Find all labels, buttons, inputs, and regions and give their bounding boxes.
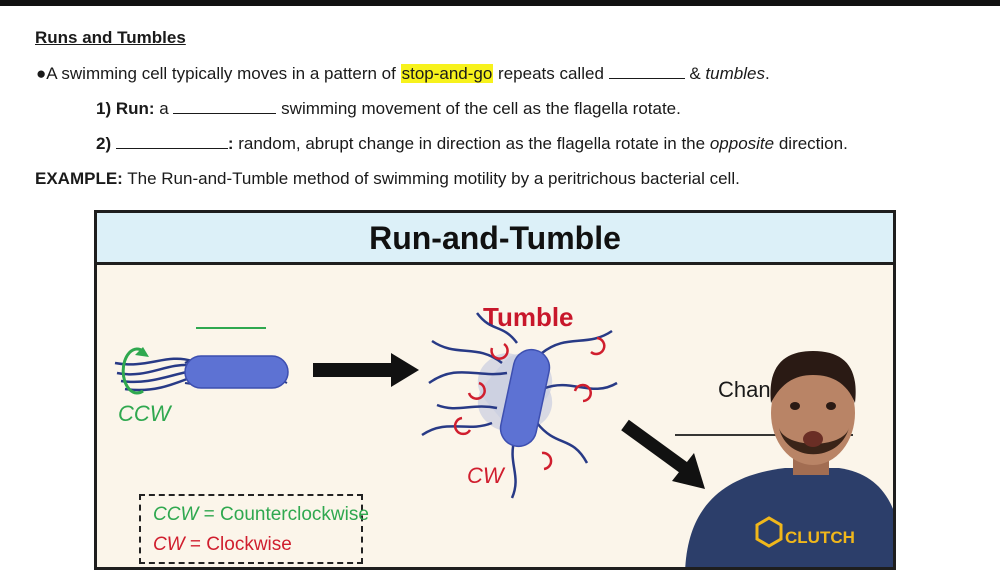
diagram-illustration: CCW Tumble xyxy=(114,302,893,567)
presenter-eye xyxy=(826,402,836,410)
bullet-line: ●A swimming cell typically moves in a pa… xyxy=(36,63,770,84)
flagellum xyxy=(476,312,518,344)
item1-number: 1) Run: xyxy=(96,99,155,118)
item2-text-after: direction. xyxy=(774,134,848,153)
fill-in-blank[interactable] xyxy=(115,133,228,149)
example-label: EXAMPLE: xyxy=(35,169,123,188)
legend-ccw-text: = Counterclockwise xyxy=(198,504,369,525)
legend-box: CCW = Counterclockwise CW = Clockwise xyxy=(139,494,369,564)
cw-rotation-icon xyxy=(467,381,486,400)
list-item-run: 1) Run: a swimming movement of the cell … xyxy=(96,98,681,119)
presenter-hair xyxy=(770,351,856,403)
ccw-rotation-icon xyxy=(121,347,144,395)
bullet-marker: ● xyxy=(36,64,47,83)
run-to-tumble-arrow xyxy=(313,353,419,387)
legend-cw-text: = Clockwise xyxy=(184,534,292,555)
presenter-face xyxy=(771,361,855,465)
fill-in-blank[interactable] xyxy=(608,63,685,79)
item2-colon: : xyxy=(227,134,234,153)
flagellum xyxy=(428,371,508,385)
tumbling-cell xyxy=(421,312,618,499)
bullet-text-after: repeats called xyxy=(493,64,609,83)
flagellum xyxy=(536,422,589,464)
flagellum xyxy=(436,403,498,410)
presenter-mouth xyxy=(803,431,823,447)
item1-text-after: swimming movement of the cell as the fla… xyxy=(276,99,681,118)
legend-row-ccw: CCW = Counterclockwise xyxy=(153,504,369,526)
highlighted-term: stop-and-go xyxy=(400,64,494,83)
legend-ccw-abbr: CCW xyxy=(153,504,199,525)
bacterial-cell xyxy=(499,348,551,448)
top-bar xyxy=(0,0,1000,6)
flagellum xyxy=(541,329,613,354)
list-item-tumble: 2) : random, abrupt change in direction … xyxy=(96,133,848,154)
diagram-title: Run-and-Tumble xyxy=(369,220,621,256)
bullet-text-before: A swimming cell typically moves in a pat… xyxy=(46,64,401,83)
diagram-header: Run-and-Tumble xyxy=(97,213,893,265)
cw-label: CW xyxy=(467,463,506,488)
cw-rotation-icon xyxy=(573,383,592,403)
page-heading: Runs and Tumbles xyxy=(35,28,186,47)
tumble-to-run-arrow xyxy=(621,419,705,489)
cw-rotation-icon xyxy=(590,336,606,356)
cw-rotation-icon xyxy=(453,416,472,436)
flagellum xyxy=(510,437,517,499)
clutch-badge-text: CLUTCH xyxy=(785,528,855,547)
item2-text-before: random, abrupt change in direction as th… xyxy=(233,134,710,153)
bullet-period: . xyxy=(764,64,770,83)
tumble-label: Tumble xyxy=(483,302,574,332)
flagellum xyxy=(116,363,193,376)
bullet-italic-word: tumbles xyxy=(705,64,765,83)
legend-cw-abbr: CW xyxy=(153,534,185,555)
ccw-arrowhead xyxy=(135,347,149,357)
bacterial-cell xyxy=(184,355,289,389)
presenter-video-overlay: CLUTCH xyxy=(685,351,893,567)
cw-rotation-icon xyxy=(541,451,553,471)
item2-italic-word: opposite xyxy=(709,134,775,153)
bullet-amp: & xyxy=(684,64,706,83)
running-cell xyxy=(114,347,289,395)
example-line: EXAMPLE: The Run-and-Tumble method of sw… xyxy=(35,169,740,189)
item2-number: 2) xyxy=(96,134,116,153)
example-text: The Run-and-Tumble method of swimming mo… xyxy=(122,169,740,188)
legend-row-cw: CW = Clockwise xyxy=(153,534,292,556)
presenter-beard xyxy=(779,428,849,455)
presenter-eye xyxy=(790,402,800,410)
ccw-label: CCW xyxy=(118,401,173,426)
presenter-shirt xyxy=(685,468,893,567)
flagellum xyxy=(421,421,493,437)
flagellum xyxy=(544,381,618,391)
fill-in-blank[interactable] xyxy=(173,98,277,114)
cw-rotation-icon xyxy=(490,342,509,360)
item1-text-before: a xyxy=(154,99,174,118)
clutch-logo-icon xyxy=(755,516,783,548)
